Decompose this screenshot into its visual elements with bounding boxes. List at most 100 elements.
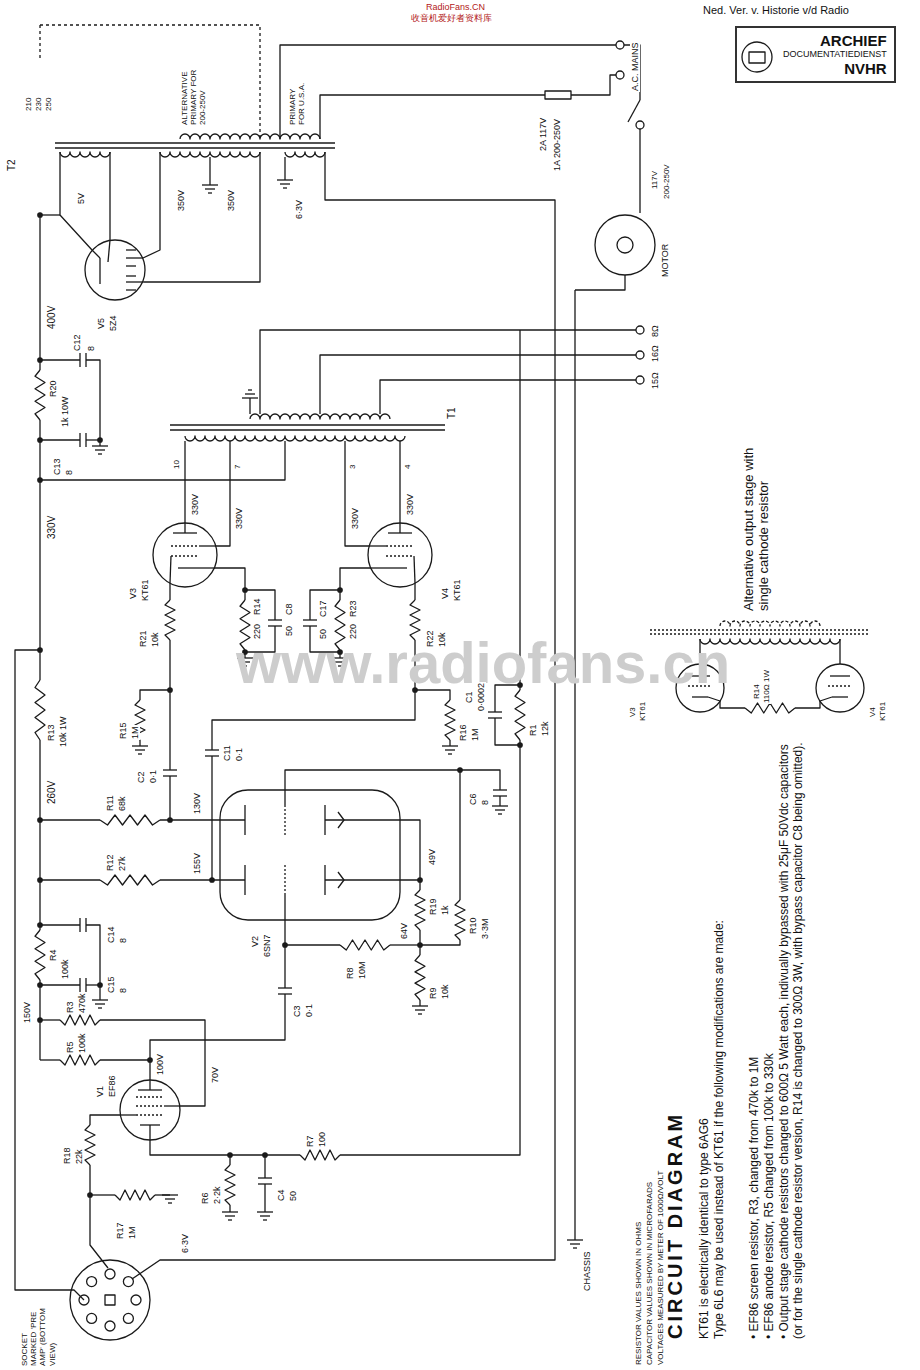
stamp-text: DOCUMENTATIEDIENST: [783, 49, 887, 59]
component-label: 330V: [234, 507, 244, 530]
junction-dot: [168, 818, 172, 822]
ground-symbol: [92, 999, 108, 1000]
socket-pin: [87, 1277, 97, 1287]
component-label: 100: [317, 1131, 327, 1148]
electrode: [164, 1105, 180, 1106]
component-label: V4: [868, 706, 877, 718]
wire: [140, 690, 170, 700]
wire: [249, 398, 250, 414]
wire: [230, 1155, 265, 1178]
electrode: [387, 567, 407, 568]
ground-symbol: [205, 188, 215, 189]
component-label: 330V: [405, 493, 415, 516]
filament: [108, 240, 110, 262]
circuit: [15, 25, 870, 1340]
component-label: 8: [480, 799, 490, 806]
note-text: • EF86 screen resistor, R3, changed from…: [748, 728, 762, 1340]
electrode: [126, 281, 144, 282]
archive-stamp: ARCHIEFDOCUMENTATIEDIENSTNVHR: [735, 26, 896, 83]
ground-symbol: [168, 1202, 172, 1203]
junction-dot: [283, 943, 287, 947]
component-label: EF86: [107, 1074, 117, 1098]
wire: [265, 1154, 300, 1155]
ground-symbol: [412, 1005, 428, 1006]
component-label: MOTOR: [660, 243, 670, 278]
terminal: [636, 351, 644, 359]
ground-symbol: [492, 805, 508, 806]
component-label: 1k 10W: [60, 395, 70, 428]
component-label: 4: [403, 464, 412, 470]
electrode: [284, 805, 285, 835]
component-label: C6: [468, 792, 478, 806]
component-label: R16: [458, 723, 468, 742]
component-label: 0·0002: [476, 682, 486, 712]
component-label: 8: [118, 987, 128, 994]
electrode: [198, 567, 214, 568]
electrode: [386, 555, 414, 556]
electrode: [171, 555, 199, 556]
electrode: [369, 545, 386, 546]
ground-symbol: [418, 1013, 422, 1014]
ground-symbol: [445, 749, 455, 750]
junction-dot: [38, 923, 42, 927]
site-watermark: 收音机爱好者资料库: [410, 13, 493, 23]
component-label: 27k: [117, 855, 127, 872]
junction-dot: [38, 213, 42, 217]
ground-symbol: [573, 1247, 577, 1248]
wire: [15, 650, 84, 1300]
wire: [340, 568, 371, 600]
component-label: C12: [72, 333, 82, 352]
component-label: 130V: [192, 792, 202, 815]
switch-lever: [628, 100, 640, 122]
wire: [420, 940, 460, 945]
wire: [39, 740, 40, 930]
component-label: V4: [440, 587, 450, 600]
component-label: R14: [752, 683, 761, 700]
component-label: 5Z4: [108, 314, 118, 332]
electrode: [692, 696, 708, 697]
valve-envelope: [220, 790, 400, 920]
component-label: R20: [48, 379, 58, 398]
component-label: 350V: [176, 189, 186, 212]
ground-symbol: [495, 809, 505, 810]
terminal: [636, 376, 644, 384]
resistor-symbol: [445, 700, 455, 740]
wire: [419, 1000, 420, 1006]
wire: [40, 1059, 60, 1060]
component-label: 220: [252, 623, 262, 640]
diagram-title: CIRCUIT DIAGRAM: [664, 1111, 687, 1340]
component-label: Ned. Ver. v. Historie v/d Radio: [702, 4, 850, 17]
component-label: 50: [288, 1190, 298, 1202]
ground-symbol: [208, 192, 212, 193]
wire: [380, 380, 636, 414]
transformer-core: [55, 142, 335, 143]
component-label: 110Ω 1W: [762, 669, 771, 704]
wire: [390, 944, 420, 945]
wire: [284, 157, 285, 180]
transformer-core: [55, 147, 335, 148]
wire: [229, 1205, 230, 1212]
terminal: [636, 121, 644, 129]
wire: [495, 718, 520, 745]
resistor-symbol: [100, 875, 160, 885]
wire: [264, 1184, 265, 1212]
component-label: 200-250V: [662, 163, 671, 200]
stamp-logo: [749, 52, 765, 63]
capacitor-symbol: [278, 987, 292, 988]
electrode: [386, 545, 414, 546]
junction-dot: [38, 438, 42, 442]
wire: [414, 583, 415, 600]
transformer-winding: [250, 414, 390, 419]
component-label: C2: [136, 770, 146, 784]
wire: [571, 75, 616, 95]
component-label: ALTERNATIVE PRIMARY FOR 200-250V: [180, 68, 208, 126]
note-text: • Output stage cathode resistors changed…: [778, 728, 806, 1340]
component-label: R23: [348, 599, 358, 618]
electrode: [99, 258, 100, 284]
component-label: C11: [222, 744, 232, 762]
component-label: 6·3V: [180, 1233, 190, 1254]
resistor-symbol: [35, 930, 45, 980]
wire: [499, 796, 500, 806]
capacitor-symbol: [79, 353, 80, 367]
wire: [460, 770, 500, 790]
